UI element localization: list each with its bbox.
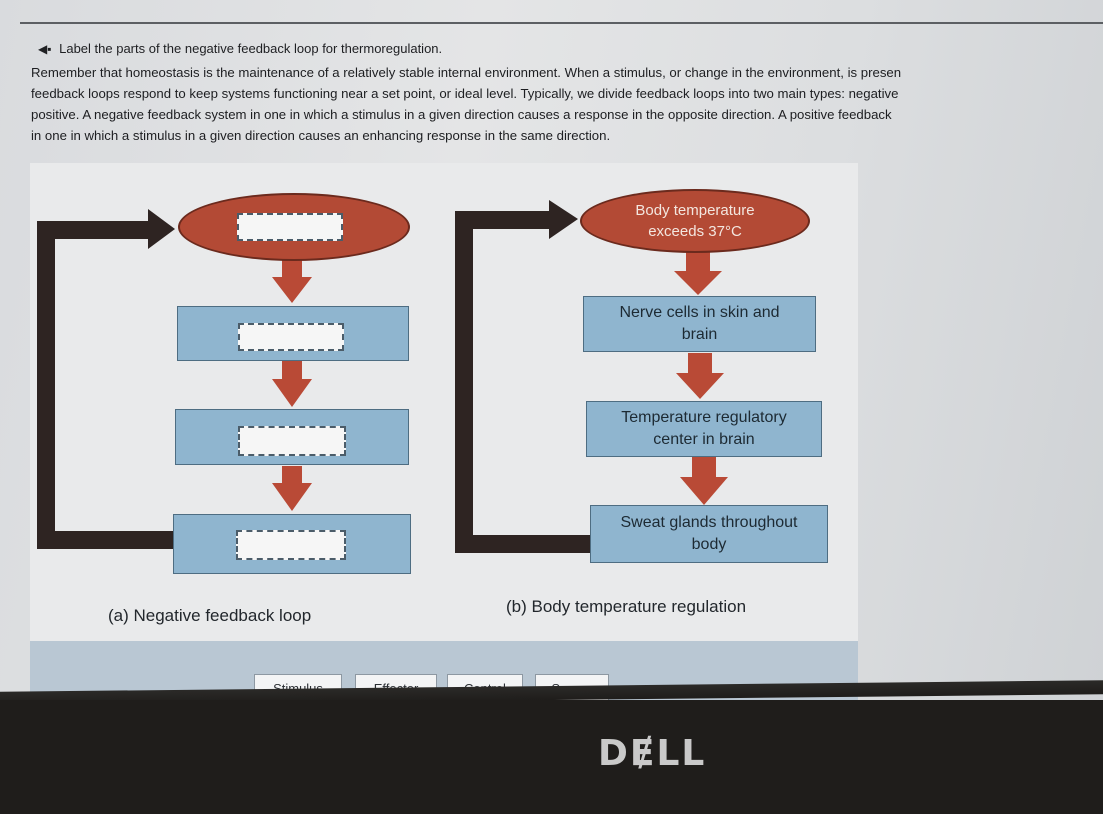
loop-a-return-path	[37, 209, 183, 549]
drop-target-sensor[interactable]	[238, 323, 344, 351]
monitor-bezel	[0, 700, 1103, 814]
instructions-line: Remember that homeostasis is the mainten…	[31, 65, 902, 80]
divider	[20, 22, 1103, 24]
body-temperature-ellipse: Body temperature exceeds 37°C	[580, 189, 810, 253]
down-arrow	[674, 249, 722, 295]
nerve-cells-box: Nerve cells in skin and brain	[583, 296, 816, 352]
step-label: Temperature regulatory center in brain	[621, 409, 787, 448]
sweat-glands-box: Sweat glands throughout body	[590, 505, 828, 563]
speaker-icon[interactable]: ◀▪	[38, 42, 52, 56]
instructions-line: in one in which a stimulus in a given di…	[31, 128, 611, 143]
down-arrow	[272, 259, 312, 303]
step-label: Body temperature exceeds 37°C	[635, 202, 755, 240]
question-title-text: Label the parts of the negative feedback…	[59, 41, 443, 56]
loop-b-return-path	[455, 200, 593, 553]
down-arrow	[676, 353, 724, 399]
feedback-figure: Body temperature exceeds 37°C Nerve cell…	[30, 163, 858, 641]
drop-target-stimulus[interactable]	[237, 213, 343, 241]
question-title: ◀▪ Label the parts of the negative feedb…	[38, 41, 442, 56]
drop-target-control[interactable]	[238, 426, 346, 456]
regulatory-center-box: Temperature regulatory center in brain	[586, 401, 822, 457]
drop-target-effector[interactable]	[236, 530, 346, 560]
step-label: Sweat glands throughout body	[620, 514, 798, 553]
step-label: Nerve cells in skin and brain	[619, 304, 780, 343]
instructions: Remember that homeostasis is the mainten…	[31, 62, 1103, 146]
down-arrow	[680, 457, 728, 505]
screen: ◀▪ Label the parts of the negative feedb…	[0, 0, 1103, 700]
instructions-line: feedback loops respond to keep systems f…	[31, 86, 899, 101]
instructions-line: positive. A negative feedback system in …	[31, 107, 892, 122]
down-arrow	[272, 466, 312, 511]
caption-a: (a) Negative feedback loop	[108, 606, 312, 625]
brand-logo: DɆLL	[598, 733, 707, 774]
loop-arrows	[37, 200, 728, 553]
down-arrow	[272, 361, 312, 407]
caption-b: (b) Body temperature regulation	[506, 597, 747, 616]
